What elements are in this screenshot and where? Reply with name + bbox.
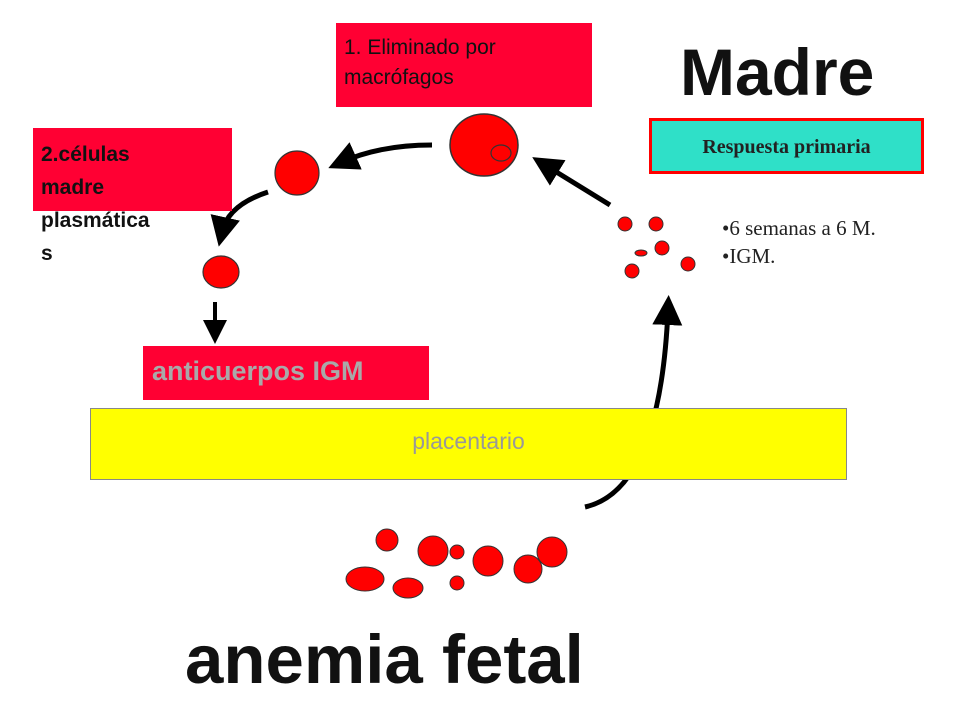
fetal-cell [392, 577, 424, 599]
step1-label: 1. Eliminado por macrófagos [344, 36, 496, 89]
maternal-cell [654, 240, 670, 256]
macrophage-cell [449, 113, 519, 177]
fetal-cell [513, 554, 543, 584]
step2-label: 2.células madre plasmática s [41, 143, 150, 265]
antibodies-box [143, 346, 429, 400]
response-label: Respuesta primaria [702, 136, 871, 158]
engulfed-cell [490, 144, 512, 162]
step1-box: 1. Eliminado por macrófagos [336, 23, 592, 107]
fetal-anemia-title: anemia fetal [185, 621, 584, 698]
arrow-to-macrophage [532, 157, 612, 208]
bullet-item: •IGM. [722, 244, 776, 268]
fetal-cell [345, 566, 385, 592]
fetal-cell [536, 536, 568, 568]
plasma-cell-lower [202, 255, 240, 289]
fetal-cell [417, 535, 449, 567]
antibodies-label: anticuerpos IGM [152, 356, 364, 386]
fetal-cell [375, 528, 399, 552]
maternal-cell [680, 256, 696, 272]
placenta-label: placentario [412, 428, 525, 454]
placenta-bar: placentario [90, 408, 847, 480]
fetal-cell [449, 575, 465, 591]
maternal-cell [617, 216, 633, 232]
fetal-cell [449, 544, 465, 560]
arrow-to-plasma-cell [328, 142, 433, 170]
response-box: Respuesta primaria [649, 118, 924, 174]
mother-title: Madre [680, 35, 875, 109]
fetal-cell [472, 545, 504, 577]
maternal-cell [634, 249, 648, 257]
maternal-cell [648, 216, 664, 232]
bullet-item: •6 semanas a 6 M. [722, 216, 876, 240]
maternal-cell [624, 263, 640, 279]
step2-box [33, 128, 232, 211]
bullet-list: •6 semanas a 6 M. •IGM. [722, 214, 922, 270]
plasma-cell-upper [274, 150, 320, 196]
arrow-to-lower-cell [210, 189, 269, 247]
